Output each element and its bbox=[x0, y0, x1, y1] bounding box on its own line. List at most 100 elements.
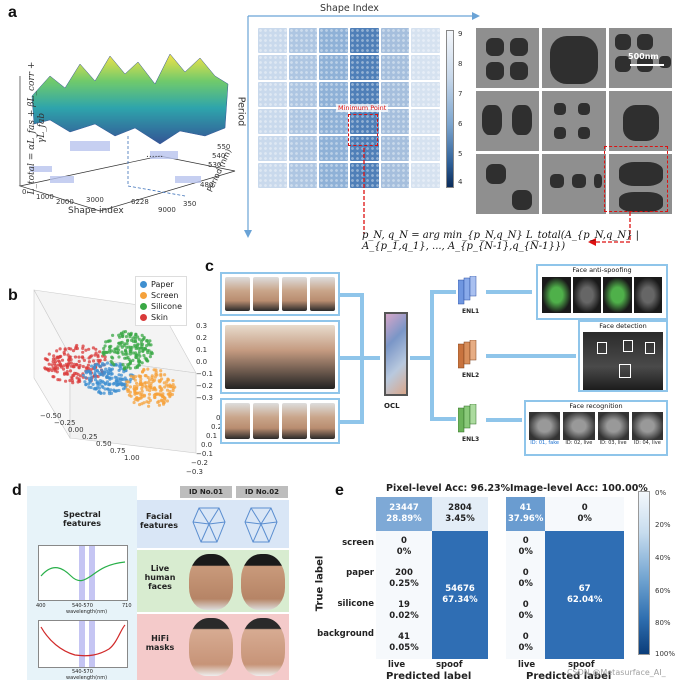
scatter-point bbox=[144, 384, 148, 388]
scatter-point bbox=[142, 337, 146, 341]
arrow bbox=[486, 354, 576, 358]
scatter-point bbox=[146, 341, 151, 345]
scatter-point bbox=[57, 360, 62, 364]
scatter-point bbox=[90, 375, 94, 379]
arrow bbox=[486, 418, 522, 422]
scatter-point bbox=[133, 335, 137, 339]
scatter-point bbox=[158, 385, 162, 390]
pattern-tile bbox=[319, 136, 348, 161]
cm-colorbar-tick: 20% bbox=[655, 521, 671, 529]
scatter-point bbox=[68, 379, 72, 383]
scatter-point bbox=[78, 374, 82, 378]
scatter-point bbox=[140, 333, 144, 337]
sem-hole bbox=[482, 105, 502, 135]
scatter-point bbox=[96, 384, 100, 388]
legend-label: Screen bbox=[151, 291, 179, 300]
scatter-point bbox=[142, 394, 146, 398]
scatter-point bbox=[124, 352, 128, 356]
scatter-point bbox=[90, 364, 94, 368]
pattern-colorbar bbox=[446, 30, 454, 188]
legend-item: Paper bbox=[140, 279, 182, 290]
enl3-network bbox=[458, 404, 477, 433]
face-photo bbox=[309, 403, 335, 439]
scatter-point bbox=[55, 370, 59, 374]
col-label: live bbox=[388, 660, 406, 670]
scatter-point bbox=[149, 350, 154, 354]
face-photo bbox=[225, 403, 251, 439]
enl1-label: ENL1 bbox=[462, 308, 480, 315]
scatter-point bbox=[145, 339, 149, 343]
scatter-point bbox=[152, 368, 156, 372]
spectral-features-label: Spectral features bbox=[63, 510, 101, 528]
mask-spectrum-curve bbox=[40, 621, 126, 667]
sem-hole bbox=[550, 36, 599, 84]
pattern-tile bbox=[349, 109, 379, 134]
scatter-point bbox=[58, 347, 62, 351]
scatter-point bbox=[52, 375, 56, 379]
pattern-tile bbox=[380, 82, 410, 107]
scatter-point bbox=[129, 349, 133, 354]
scatter-point bbox=[67, 358, 71, 362]
scatter-point bbox=[107, 367, 111, 371]
scatter-point bbox=[119, 341, 123, 345]
scatter-point bbox=[112, 388, 116, 392]
scatter-point bbox=[149, 343, 153, 347]
arrow bbox=[430, 290, 456, 294]
cm-colorbar-tick: 40% bbox=[655, 554, 671, 562]
scatter-point bbox=[102, 391, 106, 395]
scatter-point bbox=[105, 361, 110, 365]
scatter-point bbox=[173, 385, 177, 389]
scatter-point bbox=[130, 338, 134, 342]
scale-bar-label: 500nm bbox=[628, 52, 659, 61]
scatter-point bbox=[87, 360, 91, 364]
pattern-tile bbox=[411, 109, 440, 134]
sem-hole bbox=[486, 62, 504, 80]
scatter-point bbox=[51, 357, 56, 361]
scatter-point bbox=[138, 403, 142, 407]
selection-path bbox=[363, 148, 631, 246]
scatter-point bbox=[59, 354, 63, 358]
scatter-point bbox=[148, 378, 152, 382]
surface-z-label: L_total = αL_fas + βL_corr + γL_fab bbox=[27, 61, 47, 195]
scatter-point bbox=[108, 346, 112, 350]
recognition-id: ID: 02, live bbox=[565, 440, 593, 446]
scatter-point bbox=[67, 361, 71, 365]
scatter-point bbox=[147, 349, 151, 353]
enl2-label: ENL2 bbox=[462, 372, 480, 379]
input-photos-top bbox=[220, 272, 340, 316]
scatter-point bbox=[47, 362, 51, 366]
enl2-network bbox=[458, 340, 477, 369]
scatter-point bbox=[132, 400, 136, 405]
sem-hole bbox=[510, 38, 528, 56]
sem-hole bbox=[636, 34, 653, 50]
recognition-item: ID: 02, live bbox=[563, 412, 595, 446]
watermark: CSDN @Metasurface_AI_ bbox=[567, 668, 666, 677]
scatter-point bbox=[64, 379, 68, 383]
scatter-point bbox=[117, 355, 121, 359]
detection-box bbox=[597, 342, 607, 354]
id-header-2: ID No.02 bbox=[236, 486, 288, 498]
scatter-point bbox=[71, 373, 75, 377]
scatter-point bbox=[155, 373, 159, 377]
live-face-photo bbox=[189, 554, 233, 610]
scatter-point bbox=[140, 361, 144, 365]
recognition-face bbox=[529, 412, 561, 440]
scatter-point bbox=[123, 365, 127, 369]
pattern-tile bbox=[258, 163, 287, 188]
scatter-x-tick: −0.50 bbox=[40, 412, 62, 420]
scatter-point bbox=[142, 353, 146, 358]
sem-image bbox=[542, 91, 606, 151]
scatter-point bbox=[162, 398, 167, 402]
sem-hole bbox=[578, 103, 591, 115]
y-tick: 550 bbox=[217, 143, 231, 151]
scatter-point bbox=[165, 399, 169, 403]
sem-image bbox=[476, 28, 540, 88]
scatter-point bbox=[109, 391, 114, 395]
colorbar-tick: 8 bbox=[458, 60, 463, 68]
pattern-tile bbox=[319, 55, 348, 80]
scatter-point bbox=[139, 381, 143, 385]
